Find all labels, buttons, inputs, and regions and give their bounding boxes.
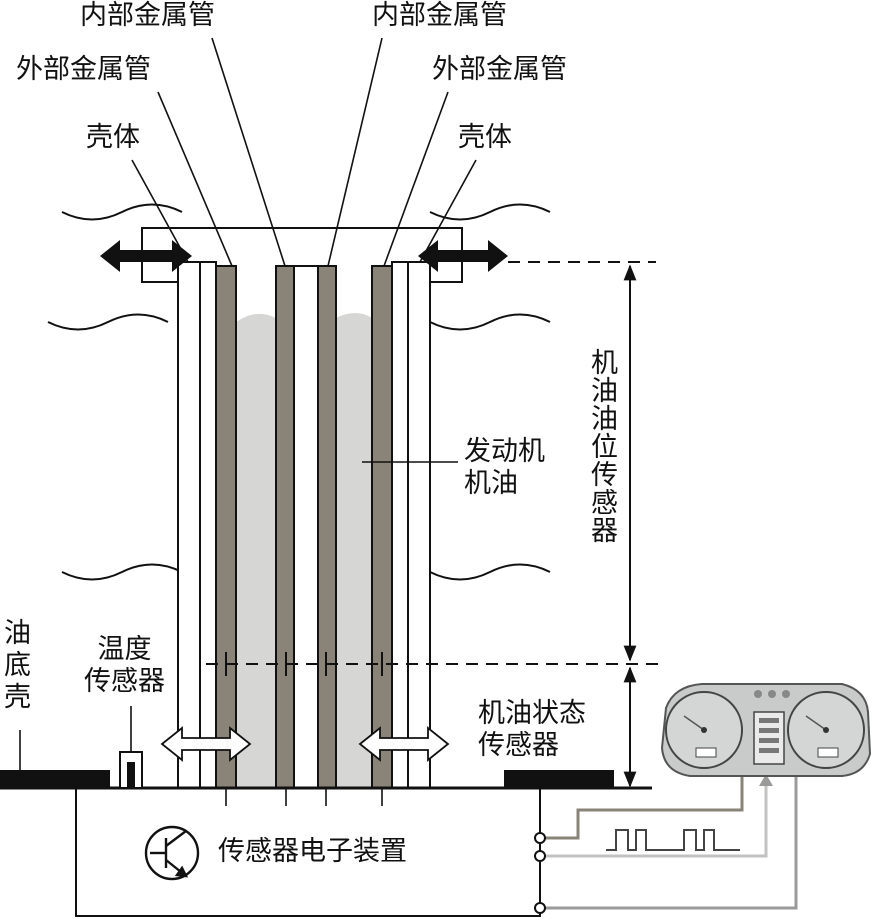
center-gap xyxy=(293,265,319,789)
signal-arrow xyxy=(759,774,773,786)
level-tick-marks xyxy=(225,652,383,676)
wire-signal xyxy=(540,778,768,858)
inner-tube-left xyxy=(275,265,295,789)
condition-double-arrow-icon xyxy=(160,726,450,762)
wave-middle xyxy=(47,313,551,331)
housing-wall-left xyxy=(177,261,201,789)
housing-wall-right xyxy=(407,261,431,789)
engine-oil-fill xyxy=(236,313,372,788)
outer-gap-right xyxy=(391,261,409,789)
oil-surface-waves xyxy=(47,203,551,581)
label-condition-sensor-line2: 传感器 xyxy=(478,729,559,761)
housing-flange xyxy=(141,227,463,283)
transistor-icon xyxy=(144,825,200,881)
label-inner-tube-right: 内部金属管 xyxy=(372,0,507,31)
label-housing-right: 壳体 xyxy=(458,122,512,153)
label-oil-pan: 油底壳 xyxy=(4,618,31,713)
sensor-tubes xyxy=(177,261,431,789)
label-temperature-sensor: 温度 传感器 xyxy=(84,634,165,698)
temperature-sensor xyxy=(119,706,143,789)
cluster-wiring xyxy=(540,768,798,910)
label-engine-oil-line2: 机油 xyxy=(464,467,518,499)
leader-lines xyxy=(131,37,477,463)
label-temperature-sensor-line2: 传感器 xyxy=(84,665,165,697)
label-inner-tube-left: 内部金属管 xyxy=(80,0,215,31)
wire-ground xyxy=(540,768,798,910)
label-outer-tube-left: 外部金属管 xyxy=(16,54,151,85)
label-sensor-electronics: 传感器电子装置 xyxy=(218,836,407,867)
pwm-signal xyxy=(606,829,740,851)
tube-terminal-lines xyxy=(225,788,383,806)
label-temperature-sensor-line1: 温度 xyxy=(97,634,152,665)
label-housing-left: 壳体 xyxy=(86,122,140,153)
outer-tube-right xyxy=(371,265,393,789)
outer-tube-left xyxy=(215,265,237,789)
wave-bottom xyxy=(61,563,551,581)
label-outer-tube-right: 外部金属管 xyxy=(432,54,567,85)
wiring-terminals xyxy=(534,832,546,914)
outer-gap-left xyxy=(199,261,217,789)
instrument-cluster-icon xyxy=(660,683,872,777)
label-level-sensor: 机油油位传感器 xyxy=(586,348,617,544)
double-arrow-icon xyxy=(100,240,508,272)
inner-tube-right xyxy=(317,265,337,789)
label-engine-oil-line1: 发动机 xyxy=(464,436,545,467)
wire-power xyxy=(540,768,744,840)
oil-pan-left xyxy=(0,770,110,788)
wave-top xyxy=(61,203,551,221)
level-dashed-lines xyxy=(206,261,664,665)
oil-pan-right xyxy=(504,770,614,788)
label-condition-sensor-line1: 机油状态 xyxy=(478,698,586,729)
label-engine-oil: 发动机 机油 xyxy=(464,436,545,500)
label-condition-sensor: 机油状态 传感器 xyxy=(478,698,586,762)
